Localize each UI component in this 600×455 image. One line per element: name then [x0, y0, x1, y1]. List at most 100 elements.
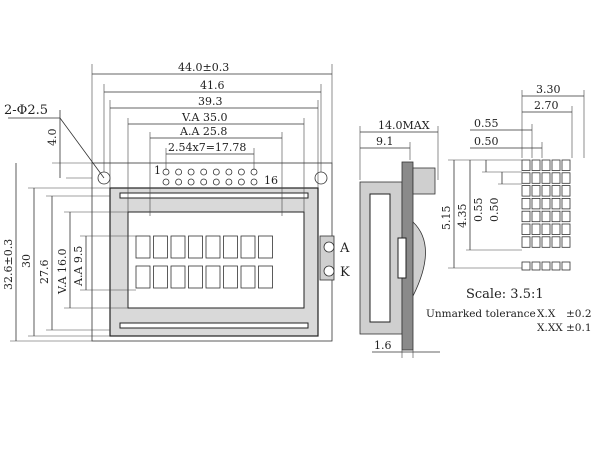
- pin-bottom-6: [225, 178, 233, 186]
- dot-5-5: [561, 210, 571, 223]
- dim-overall-width: 44.0±0.3: [178, 61, 229, 74]
- dot-3-3: [541, 185, 551, 197]
- dim-dot-height: 0.55: [472, 198, 485, 223]
- char-cell-1-6: [223, 235, 238, 259]
- dot-3-5: [561, 185, 571, 197]
- dim-thickness-9-1: 9.1: [376, 135, 394, 148]
- pin-top-6: [225, 168, 233, 176]
- dot-6-1: [521, 223, 531, 235]
- pin-bottom-2: [175, 178, 183, 186]
- dim-char-height: 5.15: [440, 206, 453, 231]
- dot-2-4: [551, 172, 561, 184]
- dot-7-1: [521, 236, 531, 248]
- dim-active-area-height: A.A 9.5: [72, 246, 85, 287]
- side-view: 14.0MAX 9.1 1.6: [359, 119, 440, 358]
- dim-dot-width: 0.55: [474, 117, 499, 130]
- tolerance-code-xxx: X.XX: [537, 322, 563, 334]
- scale-note: Scale: 3.5:1: [466, 287, 544, 302]
- bezel-bottom-slot: [119, 322, 309, 329]
- dim-char-height-inner: 4.35: [456, 204, 469, 229]
- dot-5-2: [531, 210, 541, 223]
- dot-1-2: [531, 159, 541, 171]
- dim-dot-gap-vertical: 0.50: [488, 198, 501, 223]
- tolerance-value-xxx: ±0.1: [566, 322, 592, 334]
- dot-2-5: [561, 172, 571, 184]
- pin-bottom-8: [250, 178, 258, 186]
- char-cell-2-7: [240, 265, 256, 289]
- char-cell-1-3: [170, 235, 186, 259]
- char-cell-2-4: [188, 265, 203, 289]
- pin-top-2: [175, 168, 183, 176]
- dot-7-3: [541, 236, 551, 248]
- led-anode-label: A: [339, 241, 350, 256]
- pin-bottom-7: [237, 178, 245, 186]
- pin-top-5: [212, 168, 220, 176]
- cursor-dot-2: [531, 261, 541, 271]
- dot-7-2: [531, 236, 541, 248]
- cursor-dot-4: [551, 261, 561, 271]
- dot-6-3: [541, 223, 551, 235]
- pin-bottom-1: [162, 178, 170, 186]
- dim-pin-pitch: 2.54x7=17.78: [168, 141, 246, 154]
- side-top-clip: [412, 167, 436, 195]
- char-cell-1-4: [188, 235, 203, 259]
- pin-bottom-5: [212, 178, 220, 186]
- dot-5-4: [551, 210, 561, 223]
- front-view: A K 1 16 44.0±0.3 41.6 39.3 V.A 35.0 A.A…: [2, 61, 350, 342]
- dot-3-1: [521, 185, 531, 197]
- dot-1-4: [551, 159, 561, 171]
- dot-5-3: [541, 210, 551, 223]
- char-cell-1-5: [205, 235, 221, 259]
- dot-4-3: [541, 197, 551, 210]
- dot-4-4: [551, 197, 561, 210]
- side-glass: [369, 193, 391, 323]
- dot-4-2: [531, 197, 541, 210]
- cursor-dot-5: [561, 261, 571, 271]
- dim-hole-offset: 4.0: [46, 129, 59, 147]
- dim-max-thickness: 14.0MAX: [378, 119, 430, 132]
- cursor-dot-3: [541, 261, 551, 271]
- char-cell-1-2: [153, 235, 168, 259]
- notes: Scale: 3.5:1 Unmarked tolerance X.X ±0.2…: [426, 287, 592, 334]
- side-led-pin: [397, 237, 407, 279]
- dim-pcb-thickness: 1.6: [374, 339, 392, 352]
- char-cell-1-1: [135, 235, 151, 259]
- cursor-row: [521, 261, 571, 271]
- pin-top-7: [237, 168, 245, 176]
- dot-4-1: [521, 197, 531, 210]
- dot-4-5: [561, 197, 571, 210]
- char-cell-2-1: [135, 265, 151, 289]
- dim-height-27-6: 27.6: [38, 260, 51, 285]
- dot-5-1: [521, 210, 531, 223]
- pin-last-label: 16: [264, 174, 278, 187]
- dot-6-4: [551, 223, 561, 235]
- dot-matrix: [521, 159, 571, 248]
- character-detail: 3.30 2.70 0.55 0.50 5.15 4.35 0.55 0.50: [440, 83, 585, 271]
- dot-7-4: [551, 236, 561, 248]
- pin-row: [162, 168, 258, 186]
- dim-overall-height: 32.6±0.3: [2, 239, 15, 290]
- side-backlight: [412, 221, 426, 297]
- led-cathode-pad: [323, 265, 335, 277]
- view-area: [127, 211, 305, 309]
- dim-height-30: 30: [20, 254, 33, 268]
- char-cell-2-3: [170, 265, 186, 289]
- dot-3-2: [531, 185, 541, 197]
- char-cell-1-7: [240, 235, 256, 259]
- cursor-dot-1: [521, 261, 531, 271]
- dot-1-3: [541, 159, 551, 171]
- character-cells: [135, 235, 273, 289]
- dot-6-5: [561, 223, 571, 235]
- dim-dot-gap: 0.50: [474, 135, 499, 148]
- dot-2-3: [541, 172, 551, 184]
- led-cathode-label: K: [340, 265, 350, 280]
- char-cell-2-8: [258, 265, 273, 289]
- char-cell-2-6: [223, 265, 238, 289]
- char-cell-2-5: [205, 265, 221, 289]
- dot-2-1: [521, 172, 531, 184]
- dot-7-5: [561, 236, 571, 248]
- dot-3-4: [551, 185, 561, 197]
- dim-char-width: 3.30: [536, 83, 561, 96]
